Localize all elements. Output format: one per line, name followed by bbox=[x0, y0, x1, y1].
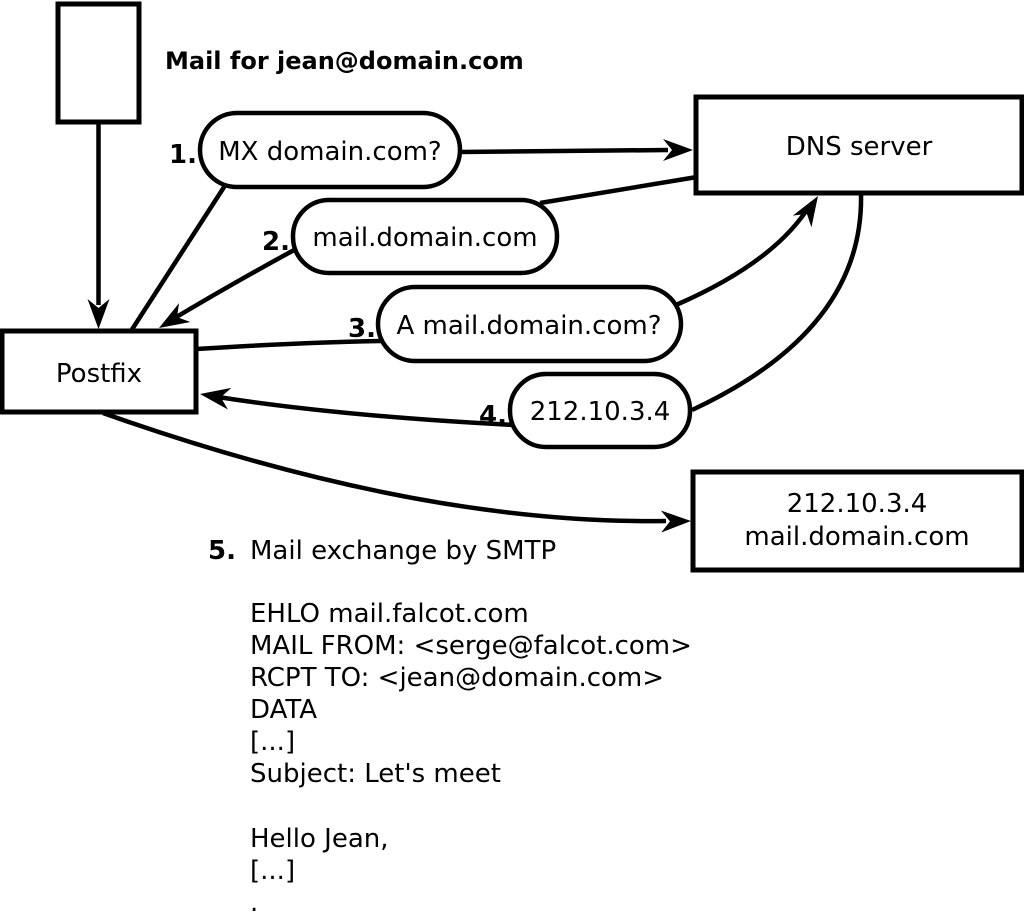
wire-dns-to-answer4 bbox=[691, 193, 864, 413]
step1-label: MX domain.com? bbox=[218, 137, 441, 167]
step4-number: 4. bbox=[479, 401, 507, 431]
step5-number: 5. bbox=[208, 536, 236, 566]
wire-postfix-to-query3 bbox=[195, 338, 382, 352]
step4-label: 212.10.3.4 bbox=[530, 397, 671, 427]
smtp-line: RCPT TO: <jean@domain.com> bbox=[250, 663, 664, 693]
smtp-line: Subject: Let's meet bbox=[250, 759, 501, 789]
step3-number: 3. bbox=[348, 314, 376, 344]
step5-label: Mail exchange by SMTP bbox=[250, 536, 556, 566]
smtp-line: Hello Jean, bbox=[250, 824, 389, 854]
arrow-smtp-exchange-shaft bbox=[102, 410, 667, 524]
wire-dns-to-answer2 bbox=[539, 174, 698, 206]
arrow-query3-to-dns-head-icon bbox=[792, 196, 818, 228]
mail-message-icon bbox=[55, 1, 142, 125]
dns-server-node bbox=[693, 94, 1024, 196]
postfix-node bbox=[0, 328, 199, 415]
arrow-answer2-to-postfix-head-icon bbox=[159, 303, 191, 328]
smtp-line: MAIL FROM: <serge@falcot.com> bbox=[250, 631, 692, 661]
mail-server-host-label: mail.domain.com bbox=[744, 522, 969, 552]
arrow-answer4-to-postfix-head-icon bbox=[200, 387, 232, 410]
wire-postfix-to-query1 bbox=[129, 182, 228, 333]
step3-query-pill bbox=[375, 284, 684, 364]
smtp-line: . bbox=[250, 888, 258, 918]
arrow-smtp-exchange-head-icon bbox=[660, 510, 691, 533]
step2-number: 2. bbox=[262, 227, 290, 257]
dns-server-label: DNS server bbox=[786, 132, 933, 162]
arrow-query3-to-dns-shaft bbox=[675, 203, 812, 308]
arrow-answer2-to-postfix-shaft bbox=[166, 247, 298, 324]
smtp-line: [...] bbox=[250, 727, 295, 757]
arrow-mail-to-postfix-head-icon bbox=[87, 299, 110, 329]
diagram-title: Mail for jean@domain.com bbox=[165, 47, 524, 75]
arrow-answer4-to-postfix-shaft bbox=[217, 394, 515, 428]
step4-answer-pill bbox=[507, 371, 693, 450]
smtp-line: DATA bbox=[250, 695, 317, 725]
mail-server-ip-label: 212.10.3.4 bbox=[787, 489, 928, 519]
mail-server-node bbox=[690, 469, 1024, 573]
step2-answer-pill bbox=[290, 197, 560, 276]
smtp-line: [...] bbox=[250, 856, 295, 886]
postfix-label: Postfix bbox=[56, 359, 142, 389]
smtp-session-transcript: EHLO mail.falcot.com MAIL FROM: <serge@f… bbox=[250, 599, 692, 918]
step1-query-pill bbox=[197, 110, 463, 190]
smtp-line: EHLO mail.falcot.com bbox=[250, 599, 529, 629]
step3-label: A mail.domain.com? bbox=[397, 311, 662, 341]
step2-label: mail.domain.com bbox=[312, 223, 537, 253]
arrow-query1-to-dns-head-icon bbox=[663, 139, 693, 161]
step1-number: 1. bbox=[169, 140, 197, 170]
arrow-query1-to-dns-shaft bbox=[459, 147, 669, 155]
